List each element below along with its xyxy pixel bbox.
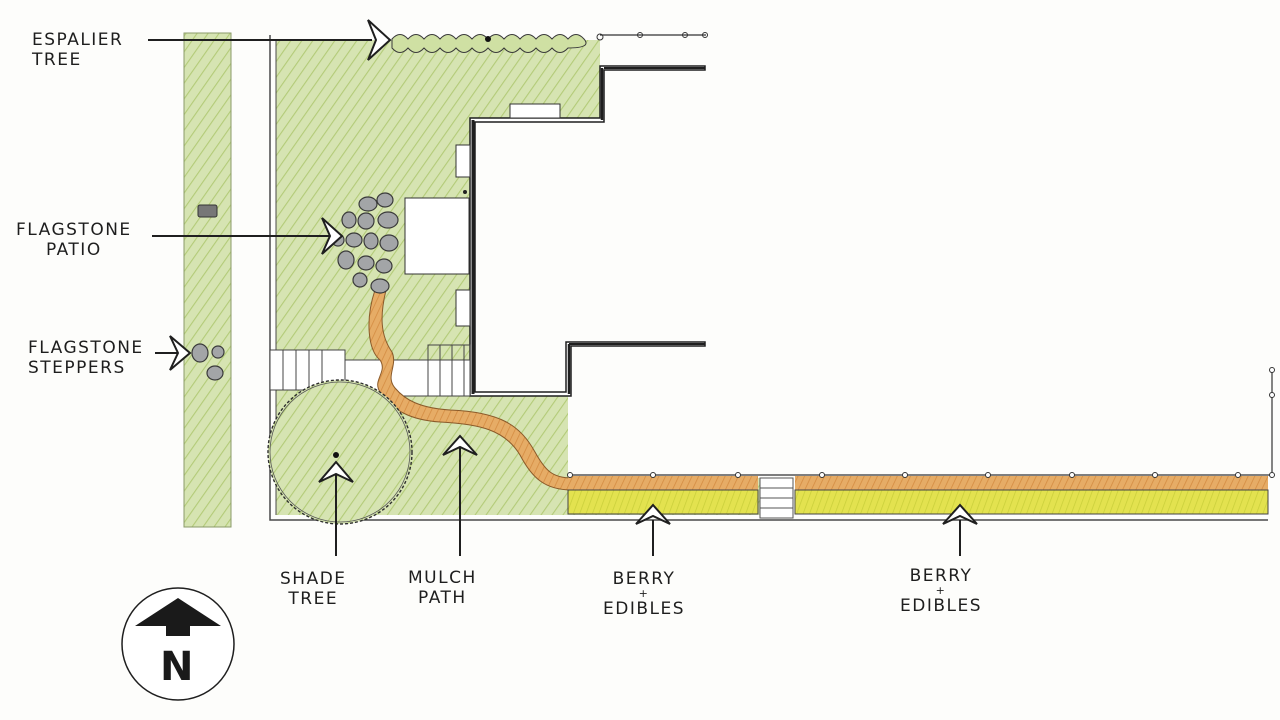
gate-steps	[759, 477, 794, 519]
espalier-tree	[391, 33, 604, 53]
label-mulch-path: MULCH PATH	[408, 568, 477, 608]
side-strip	[183, 32, 232, 528]
label-flagstone-steppers: FLAGSTONE STEPPERS	[28, 338, 144, 378]
label-shade-tree: SHADE TREE	[280, 569, 347, 609]
property-line	[269, 35, 1268, 521]
flagstone-patio	[331, 192, 399, 294]
label-berry-edibles-left: BERRY + EDIBLES	[603, 569, 686, 619]
north-label: N	[160, 644, 194, 690]
berry-bed-right	[794, 489, 1269, 515]
mulch-strip-right	[795, 476, 1268, 490]
label-espalier-tree: ESPALIER TREE	[32, 30, 124, 70]
meter-box	[197, 204, 218, 218]
mulch-strip-left	[568, 476, 758, 490]
flagstone-steppers	[191, 343, 225, 381]
north-arrow	[121, 587, 235, 701]
patio-pad	[404, 197, 470, 275]
berry-bed-left	[567, 489, 759, 515]
shade-tree	[267, 379, 413, 525]
leaders	[148, 19, 978, 556]
label-berry-edibles-right: BERRY + EDIBLES	[900, 566, 983, 616]
label-flagstone-patio: FLAGSTONE PATIO	[16, 220, 132, 260]
south-fence	[567, 367, 1275, 478]
